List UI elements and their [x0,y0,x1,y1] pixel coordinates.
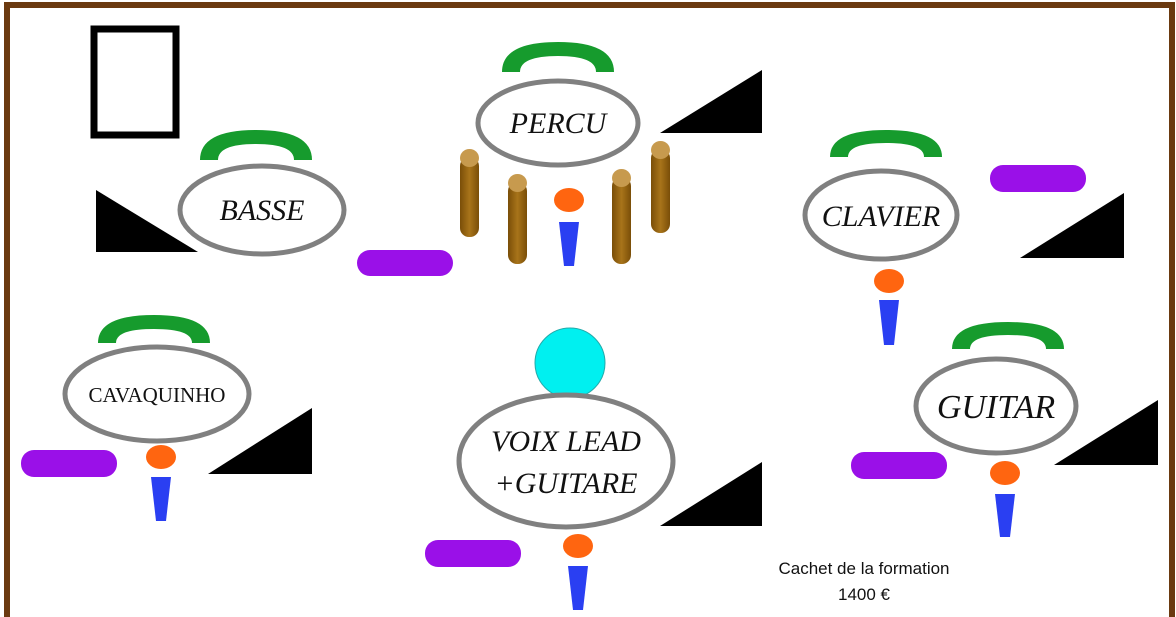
station-label-voix-line2: +GUITARE [495,467,638,500]
station-label-basse: BASSE [220,194,305,227]
caption-line1: Cachet de la formation [778,559,949,578]
station-voix-lead: VOIX LEAD +GUITARE [425,327,762,610]
headphones-icon [98,315,210,343]
drum-icon [508,174,527,264]
station-oval [177,163,347,257]
headphones-icon [502,42,614,72]
microphone-icon [990,461,1020,537]
wedge-monitor-icon [1054,400,1158,465]
amplifier-icon [851,452,947,479]
wedge-monitor-icon [1020,193,1124,258]
microphone-icon [563,534,593,610]
station-label-percu: PERCU [509,107,609,140]
drum-icon [651,141,670,233]
singer-head-icon [534,327,606,399]
station-percu: PERCU [460,42,762,266]
station-oval [475,78,641,168]
wedge-monitor-icon [208,408,312,474]
amplifier-icon [425,540,521,567]
headphones-icon [200,130,312,160]
station-label-voix-line1: VOIX LEAD [491,425,641,458]
station-clavier: CLAVIER [802,130,1124,345]
microphone-icon [146,445,176,521]
headphones-icon [952,322,1064,349]
microphone-icon [554,188,584,266]
frame-icon [90,25,180,139]
page-border [4,2,1175,617]
station-oval [913,356,1079,456]
microphone-icon [874,269,904,345]
wedge-monitor-icon [660,462,762,526]
drum-icon [460,149,479,237]
station-guitar: GUITAR [851,322,1158,537]
wedge-monitor-icon [660,70,762,133]
station-oval [456,392,676,530]
amplifier-icon [990,165,1086,192]
station-label-guitar: GUITAR [937,389,1056,426]
station-basse: BASSE [96,130,347,257]
amplifier-icon [21,450,117,477]
station-oval [802,168,960,262]
station-oval [62,344,252,444]
caption-line2: 1400 € [838,585,891,604]
headphones-icon [830,130,942,157]
drum-icon [612,169,631,264]
station-cavaquinho: CAVAQUINHO [21,315,312,521]
amplifier-icon [357,250,453,276]
wedge-monitor-icon [96,190,198,252]
station-label-cavaquinho: CAVAQUINHO [89,383,226,407]
station-label-clavier: CLAVIER [822,200,941,233]
